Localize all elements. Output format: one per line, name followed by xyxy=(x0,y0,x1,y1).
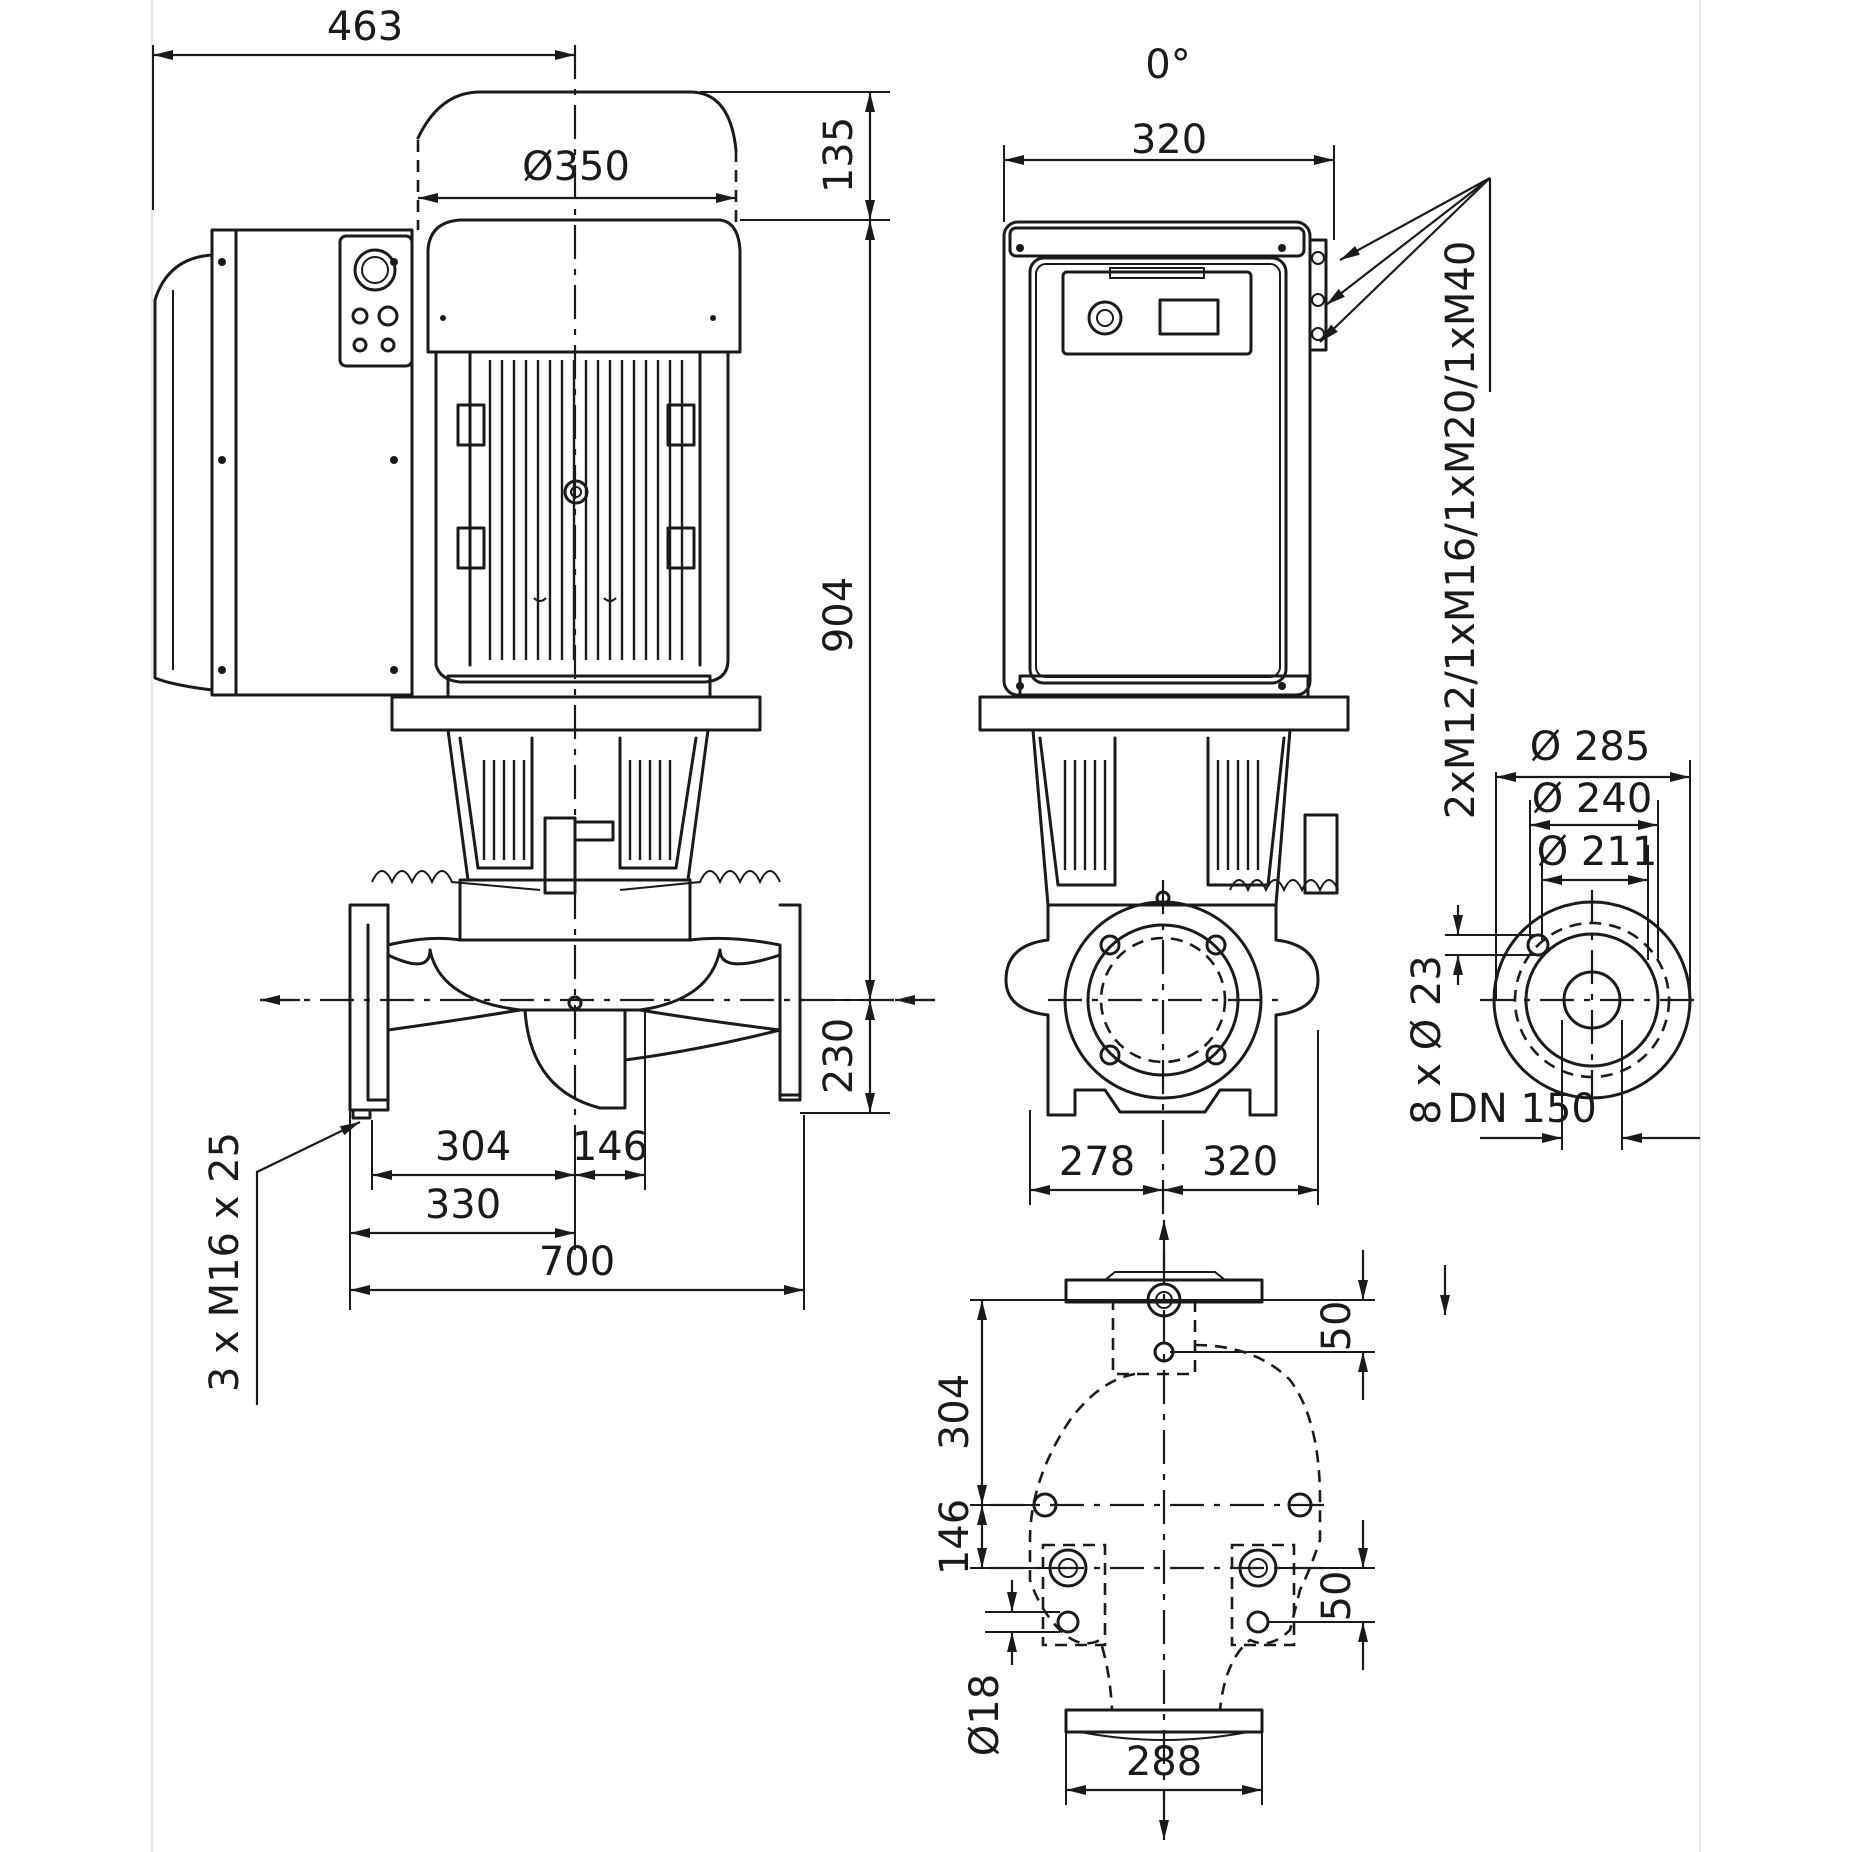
side-view-dimensions: 463 Ø350 135 904 230 304 146 330 700 3 x… xyxy=(152,4,890,1405)
dim-plan-50-bottom: 50 xyxy=(1314,1571,1360,1622)
electronic-module xyxy=(153,228,414,697)
dim-146: 146 xyxy=(572,1124,648,1170)
dim-d285: Ø 285 xyxy=(1530,724,1651,770)
dim-320-front: 320 xyxy=(1202,1139,1278,1185)
plan-view xyxy=(990,1220,1330,1840)
dim-320-top: 320 xyxy=(1131,117,1207,163)
dim-plan-288: 288 xyxy=(1126,1739,1202,1785)
front-view xyxy=(978,220,1350,1215)
side-view xyxy=(153,90,802,1120)
front-view-dimensions: 0° 320 2xM12/1xM16/1xM20/1xM40 278 320 xyxy=(1003,42,1492,1205)
dim-700: 700 xyxy=(539,1239,615,1285)
front-lantern-slots xyxy=(1063,760,1260,870)
dim-135: 135 xyxy=(816,117,862,193)
dim-330: 330 xyxy=(425,1182,501,1228)
dim-d211: Ø 211 xyxy=(1537,829,1658,875)
dim-463: 463 xyxy=(327,4,403,50)
dim-904: 904 xyxy=(816,577,862,653)
lantern-slots xyxy=(482,760,672,860)
dim-278: 278 xyxy=(1059,1139,1135,1185)
flange-detail: Ø 285 Ø 240 Ø 211 8 x Ø 23 DN 150 xyxy=(1404,724,1700,1150)
dim-230: 230 xyxy=(816,1018,862,1094)
foot-bolt-label: 3 x M16 x 25 xyxy=(202,1132,248,1392)
cable-gland-label: 2xM12/1xM16/1xM20/1xM40 xyxy=(1438,241,1484,820)
angle-label: 0° xyxy=(1145,42,1190,88)
dim-plan-304: 304 xyxy=(932,1374,978,1450)
dim-foot-hole: Ø18 xyxy=(962,1674,1008,1756)
dim-plan-50-top: 50 xyxy=(1314,1301,1360,1352)
dim-plan-146: 146 xyxy=(932,1499,978,1575)
plan-view-dimensions: 50 304 146 50 Ø18 288 xyxy=(932,1250,1450,1805)
dn-label: DN 150 xyxy=(1447,1086,1597,1132)
motor-cooling-fins xyxy=(488,360,684,660)
flange-holes-label: 8 x Ø 23 xyxy=(1404,955,1450,1125)
dim-d240: Ø 240 xyxy=(1532,776,1653,822)
dim-304: 304 xyxy=(435,1124,511,1170)
dim-d350: Ø350 xyxy=(522,144,630,190)
